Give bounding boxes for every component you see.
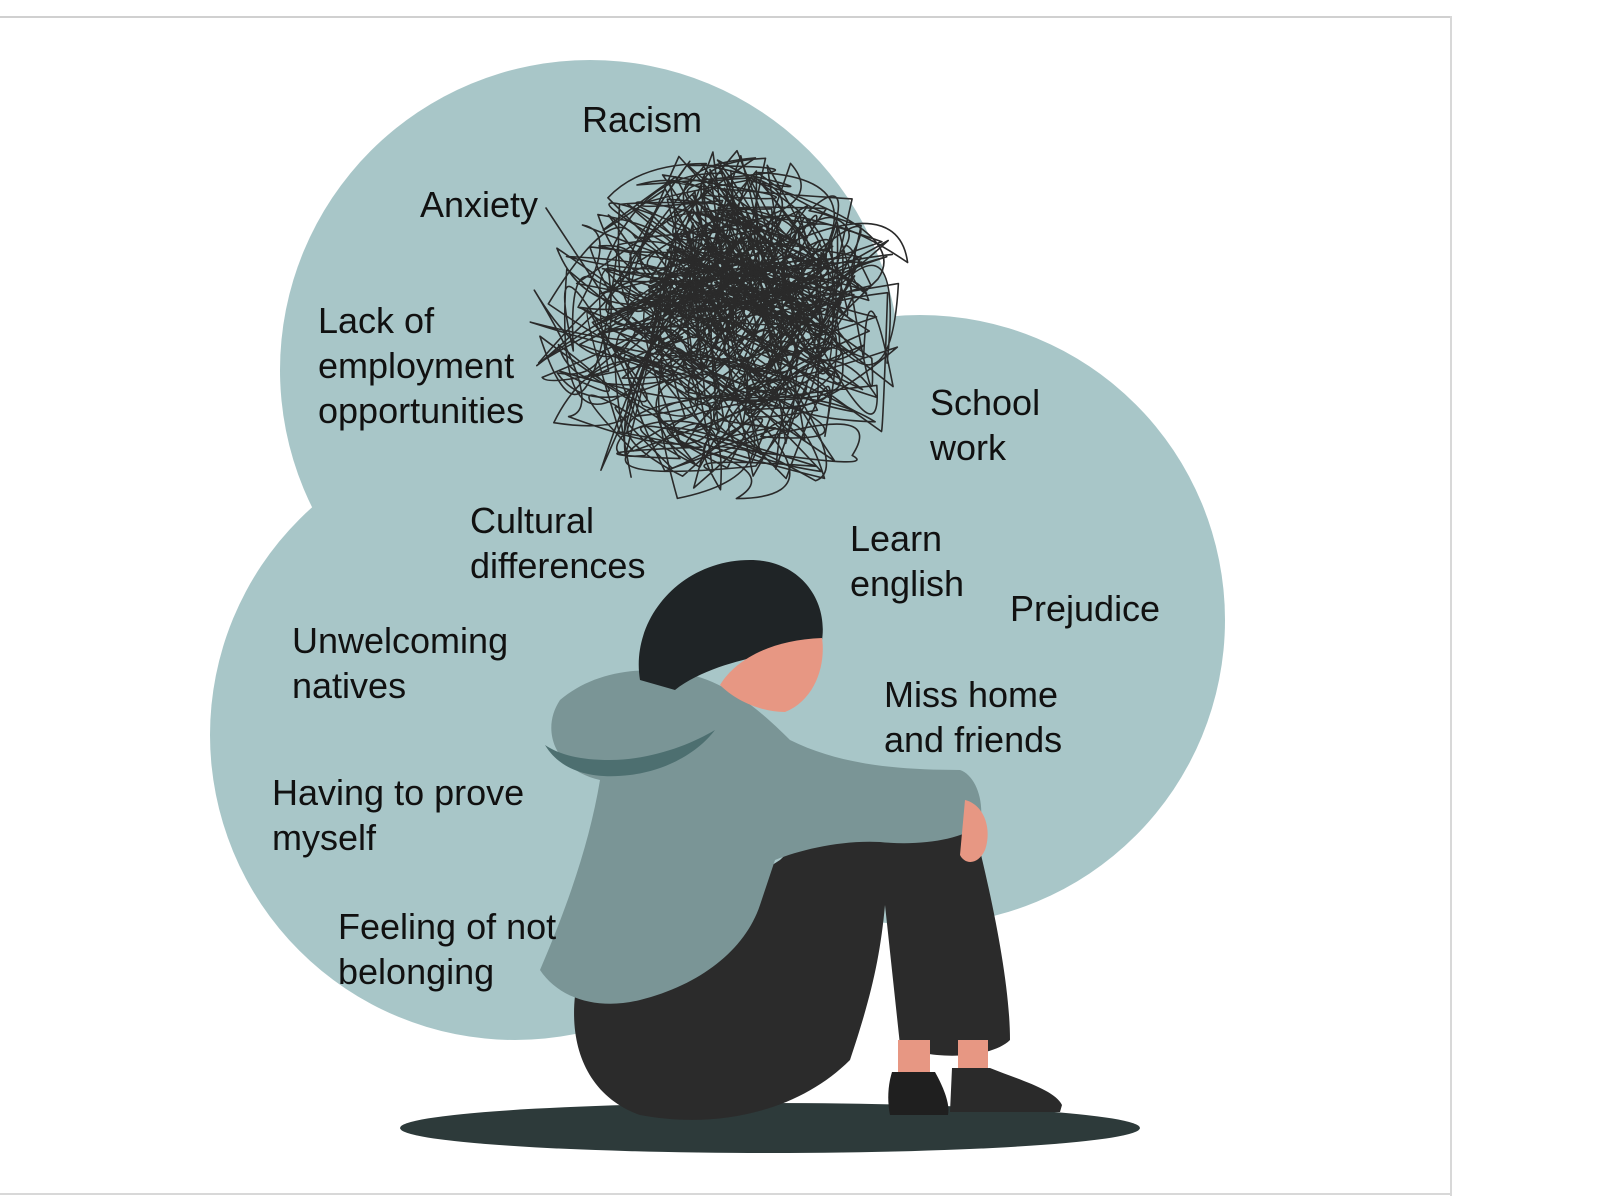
scribble-strand [578,157,894,480]
floor-shadow [400,1103,1140,1153]
frame-border-right [1450,16,1452,1196]
person-hood-shadow [545,730,715,777]
person-shoe-right [950,1068,1062,1112]
tangled-thoughts-scribble [529,149,909,500]
scribble-strand [539,157,878,500]
label-prejudice: Prejudice [1010,588,1161,629]
person-pants [574,789,1010,1120]
label-unwelcoming-natives: Unwelcoming natives [292,620,509,706]
frame-border-top [0,16,1452,18]
label-having-to-prove: Having to prove myself [272,772,525,858]
label-learn-english: Learn english [850,518,965,604]
label-miss-home: Miss home and friends [884,674,1063,760]
person-ankle-left [898,1040,930,1074]
frame-border-bottom [0,1193,1452,1195]
label-cultural-differences: Cultural differences [470,500,646,586]
person-hair [638,560,823,690]
person-hoodie [540,670,982,1004]
person-face [720,638,823,712]
person-shoe-left [888,1072,949,1115]
label-anxiety: Anxiety [420,184,539,225]
label-school-work: School work [930,382,1041,468]
label-lack-of-employment: Lack of employment opportunities [318,300,525,431]
scribble-strand [537,151,870,480]
scribble-tail [545,207,641,331]
label-feeling-not-belonging: Feeling of not belonging [338,906,557,992]
person-hand [960,800,988,862]
sitting-person [540,560,1062,1120]
label-racism: Racism [582,99,703,140]
